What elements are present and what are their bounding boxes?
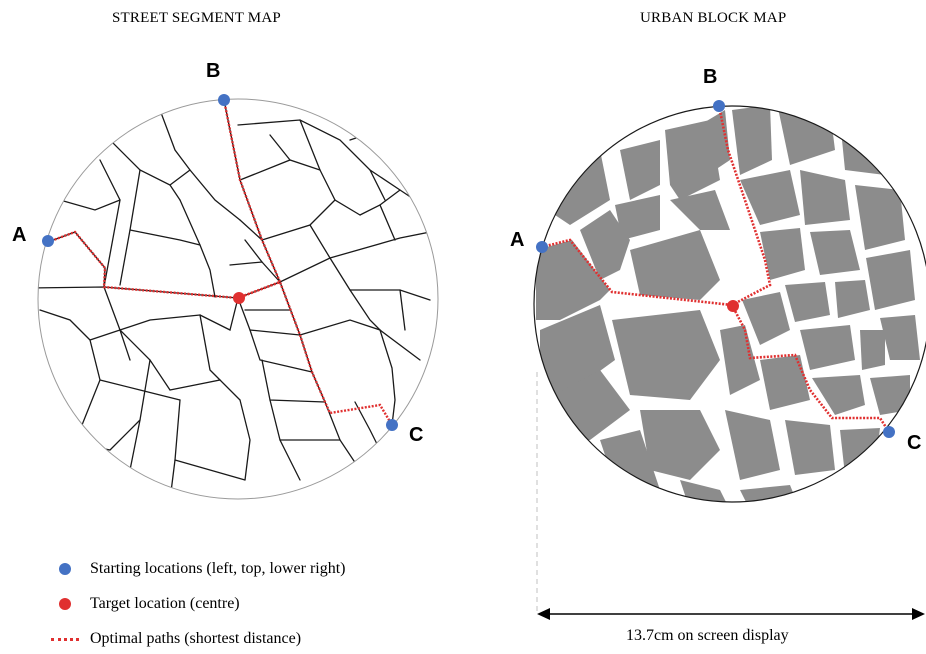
scale-label: 13.7cm on screen display	[626, 627, 789, 644]
map-boundary	[533, 105, 926, 503]
start-marker-a	[42, 235, 54, 247]
start-marker-a	[536, 241, 548, 253]
legend-start-label: Starting locations (left, top, lower rig…	[90, 560, 346, 577]
point-label-a-left: A	[12, 224, 27, 246]
target-marker	[727, 300, 739, 312]
point-label-a-right: A	[510, 229, 525, 251]
optimal-paths	[47, 99, 394, 426]
legend-path-label: Optimal paths (shortest distance)	[90, 630, 302, 647]
start-marker-c	[386, 419, 398, 431]
target-marker	[233, 292, 245, 304]
dotted-path-icon	[51, 637, 79, 641]
optimal-paths	[541, 105, 891, 433]
scale-arrow	[537, 608, 925, 620]
street-segment-map-title: STREET SEGMENT MAP	[112, 10, 281, 26]
start-marker-b	[218, 94, 230, 106]
start-marker-c	[883, 426, 895, 438]
point-label-b-right: B	[703, 66, 718, 88]
start-dot-icon	[59, 563, 71, 575]
urban-blocks	[534, 106, 926, 502]
point-label-c-left: C	[409, 424, 424, 446]
urban-block-map-title: URBAN BLOCK MAP	[640, 10, 787, 26]
map-boundary	[37, 98, 439, 500]
point-label-c-right: C	[907, 432, 922, 454]
point-label-b-left: B	[206, 60, 221, 82]
legend-target-label: Target location (centre)	[90, 595, 240, 612]
legend-path: Optimal paths (shortest distance)	[40, 628, 301, 650]
target-dot-icon	[59, 598, 71, 610]
legend-target: Target location (centre)	[40, 593, 240, 615]
start-marker-b	[713, 100, 725, 112]
street-segment-map	[37, 94, 439, 500]
legend-start: Starting locations (left, top, lower rig…	[40, 558, 346, 580]
